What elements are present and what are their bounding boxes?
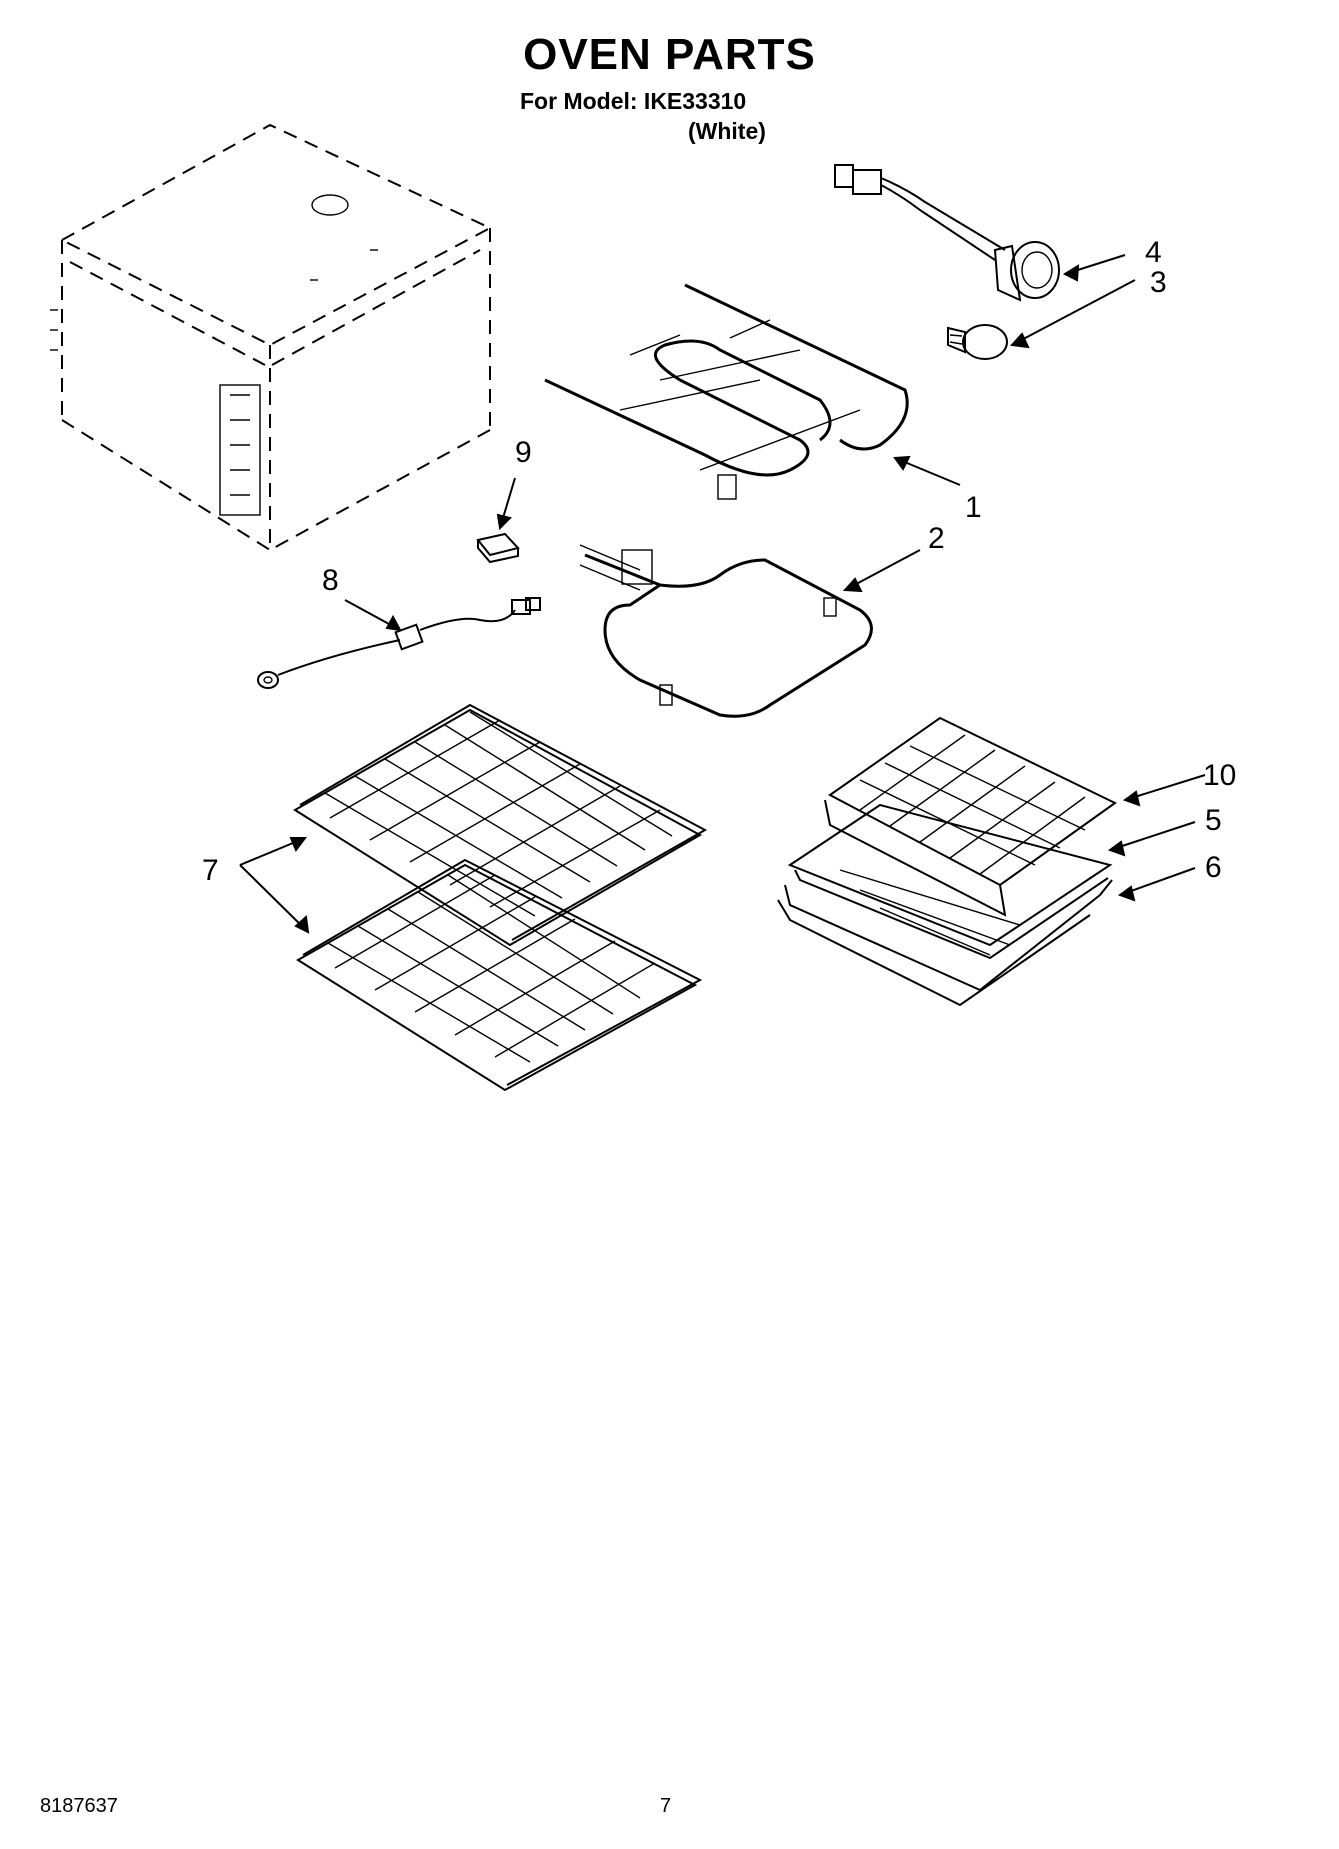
callout-3: 3 bbox=[1150, 266, 1167, 299]
oven-rack-lower bbox=[296, 858, 703, 1092]
light-bulb bbox=[947, 324, 1008, 360]
oven-cavity-outline bbox=[50, 123, 493, 551]
model-variant: (White) bbox=[688, 118, 766, 144]
broil-element bbox=[544, 283, 909, 500]
leader-lines bbox=[239, 254, 1206, 934]
oven-sensor bbox=[257, 597, 541, 689]
callout-10: 10 bbox=[1203, 759, 1236, 792]
page-title: OVEN PARTS bbox=[523, 30, 816, 79]
callout-5: 5 bbox=[1205, 804, 1222, 837]
oven-rack-upper bbox=[293, 703, 708, 947]
callout-8: 8 bbox=[322, 564, 339, 597]
callout-1: 1 bbox=[965, 491, 982, 524]
broiler-pan-assembly bbox=[777, 716, 1117, 1007]
callout-7: 7 bbox=[202, 854, 219, 887]
sensor-clip bbox=[476, 532, 520, 564]
bake-element bbox=[579, 544, 873, 718]
callout-2: 2 bbox=[928, 522, 945, 555]
callout-4: 4 bbox=[1145, 236, 1162, 269]
callout-9: 9 bbox=[515, 436, 532, 469]
document-number: 8187637 bbox=[40, 1795, 118, 1817]
light-socket bbox=[834, 164, 1060, 302]
model-line: For Model: IKE33310 bbox=[520, 88, 747, 114]
page-number: 7 bbox=[660, 1795, 672, 1817]
callout-6: 6 bbox=[1205, 851, 1222, 884]
